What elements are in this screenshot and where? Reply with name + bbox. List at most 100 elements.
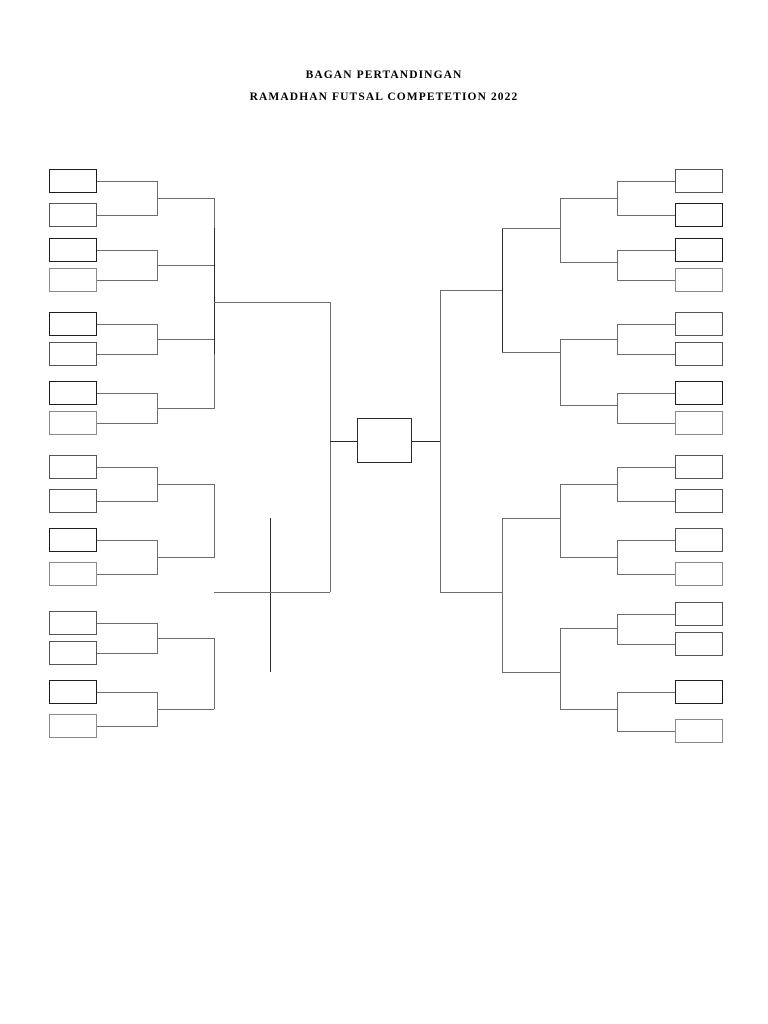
left-line-to-final — [330, 441, 358, 442]
right-line-r1-1 — [617, 181, 675, 182]
right-line-r2-8 — [560, 709, 617, 710]
right-r1-slot-3[interactable] — [675, 238, 723, 262]
right-line-r2-5 — [560, 484, 617, 485]
right-line-to-final — [412, 441, 440, 442]
right-r1-slot-13[interactable] — [675, 602, 723, 626]
right-line-r1-10 — [617, 501, 675, 502]
left-line-r4-bottom — [272, 592, 330, 593]
right-line-r4-top — [440, 290, 502, 291]
left-r1-slot-16[interactable] — [49, 714, 97, 738]
left-r1-slot-10[interactable] — [49, 489, 97, 513]
right-r1-slot-14[interactable] — [675, 632, 723, 656]
left-r1-slot-7[interactable] — [49, 381, 97, 405]
left-r1-slot-1[interactable] — [49, 169, 97, 193]
left-line-r2-3 — [157, 339, 214, 340]
left-line-r2-1 — [157, 198, 214, 199]
right-join-r1-2 — [617, 250, 618, 281]
right-join-r3-1 — [502, 228, 503, 352]
left-line-r2-5 — [157, 484, 214, 485]
left-join-r3-2 — [270, 518, 271, 672]
left-line-r1-3 — [97, 250, 157, 251]
right-line-r3-1 — [502, 228, 560, 229]
left-join-r4 — [330, 302, 331, 592]
right-r1-slot-9[interactable] — [675, 455, 723, 479]
left-line-r2-7 — [157, 638, 214, 639]
left-r1-slot-13[interactable] — [49, 611, 97, 635]
left-line-r1-16 — [97, 726, 157, 727]
right-join-r4 — [440, 290, 441, 592]
left-join-r3-2b — [214, 484, 215, 558]
left-r1-slot-6[interactable] — [49, 342, 97, 366]
right-r1-slot-7[interactable] — [675, 381, 723, 405]
right-line-r2-7 — [560, 628, 617, 629]
right-line-r3-4 — [502, 672, 560, 673]
left-join-r3-1c — [214, 354, 215, 409]
right-line-r3-3 — [502, 518, 560, 519]
left-line-r1-15 — [97, 692, 157, 693]
left-line-r3-2 — [214, 592, 272, 593]
right-join-r2-4 — [560, 628, 561, 709]
right-r1-slot-16[interactable] — [675, 719, 723, 743]
left-r1-slot-14[interactable] — [49, 641, 97, 665]
left-line-r1-2 — [97, 215, 157, 216]
left-line-r1-12 — [97, 574, 157, 575]
left-line-r1-1 — [97, 181, 157, 182]
left-line-r2-2 — [157, 265, 214, 266]
title-line-2: RAMADHAN FUTSAL COMPETETION 2022 — [249, 91, 519, 103]
left-r1-slot-5[interactable] — [49, 312, 97, 336]
right-line-r1-3 — [617, 250, 675, 251]
right-line-r2-4 — [560, 405, 617, 406]
right-line-r1-11 — [617, 540, 675, 541]
left-r1-slot-3[interactable] — [49, 238, 97, 262]
right-line-r1-16 — [617, 731, 675, 732]
right-line-r1-14 — [617, 644, 675, 645]
left-line-r1-9 — [97, 467, 157, 468]
left-r1-slot-8[interactable] — [49, 411, 97, 435]
right-r1-slot-1[interactable] — [675, 169, 723, 193]
right-r1-slot-11[interactable] — [675, 528, 723, 552]
right-line-r2-1 — [560, 198, 617, 199]
title-line-1: BAGAN PERTANDINGAN — [305, 69, 463, 81]
left-r1-slot-4[interactable] — [49, 268, 97, 292]
left-r1-slot-11[interactable] — [49, 528, 97, 552]
right-line-r1-7 — [617, 393, 675, 394]
right-line-r2-2 — [560, 262, 617, 263]
right-join-r1-4 — [617, 393, 618, 424]
left-line-r3-1 — [214, 302, 272, 303]
right-join-r1-3 — [617, 324, 618, 355]
left-line-r2-8 — [157, 709, 214, 710]
right-r1-slot-4[interactable] — [675, 268, 723, 292]
right-r1-slot-5[interactable] — [675, 312, 723, 336]
left-line-r2-4 — [157, 408, 214, 409]
right-line-r1-13 — [617, 614, 675, 615]
left-r1-slot-15[interactable] — [49, 680, 97, 704]
right-join-r1-5 — [617, 467, 618, 502]
right-line-r1-12 — [617, 574, 675, 575]
right-line-r1-4 — [617, 280, 675, 281]
left-join-r3-1 — [214, 228, 215, 354]
right-r1-slot-10[interactable] — [675, 489, 723, 513]
right-r1-slot-2[interactable] — [675, 203, 723, 227]
right-line-r2-6 — [560, 557, 617, 558]
right-r1-slot-8[interactable] — [675, 411, 723, 435]
right-join-r1-1 — [617, 181, 618, 216]
right-line-r1-2 — [617, 215, 675, 216]
left-line-r1-13 — [97, 623, 157, 624]
left-line-r1-6 — [97, 354, 157, 355]
right-r1-slot-6[interactable] — [675, 342, 723, 366]
left-r1-slot-12[interactable] — [49, 562, 97, 586]
final-champion-box[interactable] — [357, 418, 412, 463]
left-r1-slot-9[interactable] — [49, 455, 97, 479]
left-line-r1-5 — [97, 324, 157, 325]
left-r1-slot-2[interactable] — [49, 203, 97, 227]
left-line-r1-7 — [97, 393, 157, 394]
right-r1-slot-12[interactable] — [675, 562, 723, 586]
right-line-r1-5 — [617, 324, 675, 325]
left-line-r4-top — [272, 302, 330, 303]
right-join-r1-8 — [617, 692, 618, 731]
right-r1-slot-15[interactable] — [675, 680, 723, 704]
right-line-r2-3 — [560, 339, 617, 340]
right-line-r1-9 — [617, 467, 675, 468]
